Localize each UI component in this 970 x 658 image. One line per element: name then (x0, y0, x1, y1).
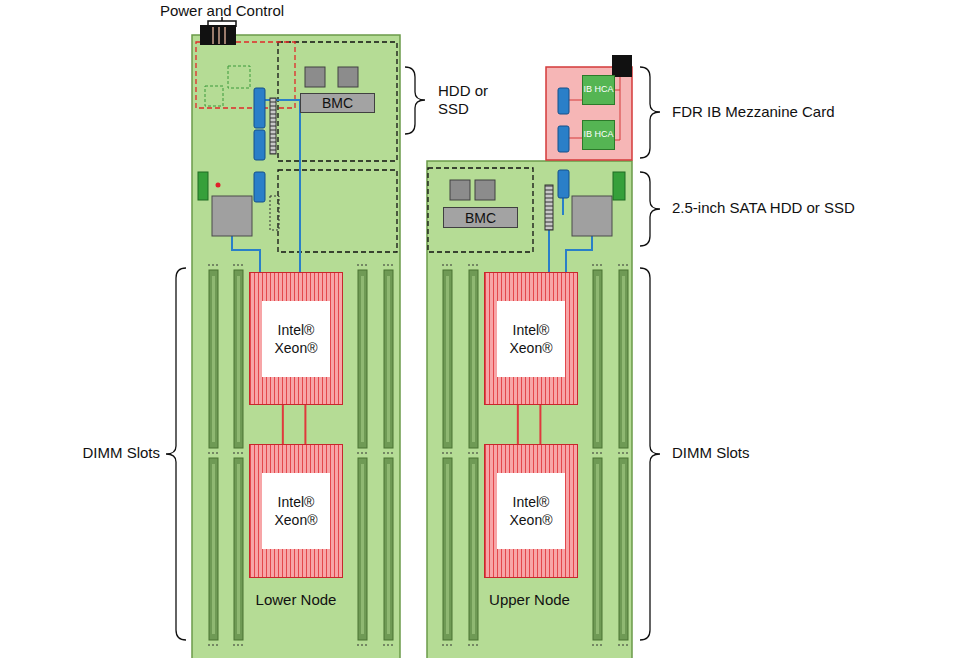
connector (254, 130, 265, 160)
upper-board (427, 161, 632, 658)
node-board: Intel® Xeon® Intel® Xeon® BMC Upper Node (427, 161, 632, 658)
curly-bracket (405, 67, 425, 134)
mezzanine-outline (196, 42, 295, 108)
component-outline (205, 86, 223, 106)
connector-label: Power and Control (137, 2, 307, 20)
drive-label: 2.5-inch SATA HDD or SSD (672, 199, 892, 217)
cpu-heatsink: Intel® Xeon® (484, 272, 578, 405)
cpu-label: Intel® Xeon® (497, 301, 565, 377)
drive-bay-outline (278, 42, 397, 161)
drive-bay-outline (278, 170, 397, 252)
qpi-link (282, 405, 284, 444)
bus-line (548, 230, 550, 272)
dimm-label: DIMM Slots (672, 444, 792, 462)
qpi-link (539, 405, 541, 444)
cpu-label: Intel® Xeon® (262, 473, 330, 549)
chip (338, 67, 358, 87)
dimm-column (233, 265, 244, 645)
led-header (198, 172, 208, 200)
chip (450, 180, 470, 200)
cpu-label: Intel® Xeon® (262, 301, 330, 377)
bmc-chip: BMC (300, 93, 375, 113)
chipset (572, 196, 612, 236)
bus-line (562, 198, 564, 215)
bmc-chip: BMC (443, 207, 518, 228)
lower-board (192, 35, 400, 658)
dimm-column (357, 265, 368, 645)
dimm-column (208, 265, 219, 645)
status-led (216, 183, 221, 188)
ib-hca-chip: IB HCA (582, 75, 615, 105)
drive-label: HDD or SSD (438, 82, 492, 118)
dimm-column (442, 265, 453, 645)
bus-line (232, 236, 260, 272)
node-title: Upper Node (427, 591, 632, 608)
connector-wires (213, 27, 225, 44)
node-board: Intel® Xeon® Intel® Xeon® BMC Lower Node (192, 35, 400, 658)
sata-connector (545, 185, 553, 230)
connector (254, 172, 265, 202)
cpu-heatsink: Intel® Xeon® (484, 444, 578, 578)
curly-bracket (640, 268, 660, 640)
connector (558, 126, 569, 152)
qpi-link (517, 405, 519, 444)
chip (475, 180, 495, 200)
ib-hca-chip: IB HCA (582, 120, 615, 150)
chipset (212, 196, 252, 236)
connector (254, 88, 265, 128)
cpu-heatsink: Intel® Xeon® (249, 444, 343, 578)
curly-bracket (640, 172, 660, 246)
dimm-column (383, 265, 394, 645)
cpu-heatsink: Intel® Xeon® (249, 272, 343, 405)
chip-label: IB HCA (583, 130, 613, 140)
qpi-link (304, 405, 306, 444)
power-connector (200, 25, 236, 45)
chip-label: BMC (465, 210, 496, 226)
ib-port (612, 55, 632, 77)
dimm-label: DIMM Slots (56, 444, 160, 462)
mezzanine-card (546, 67, 632, 160)
dimm-column (618, 265, 629, 645)
chip-label: IB HCA (583, 85, 613, 95)
card-label: FDR IB Mezzanine Card (672, 103, 872, 121)
node-title: Lower Node (192, 591, 400, 608)
bus-line (566, 236, 592, 272)
component-outline (228, 66, 250, 88)
dimm-column (468, 265, 479, 645)
drive-bay-outline (428, 168, 533, 252)
sata-connector (270, 98, 276, 154)
curly-bracket (166, 268, 186, 640)
chip (305, 67, 325, 87)
curly-bracket (640, 67, 660, 158)
chip-label: BMC (322, 95, 353, 111)
sata-connector (270, 196, 279, 230)
connector (558, 88, 569, 114)
led-header (613, 172, 625, 200)
cpu-label: Intel® Xeon® (497, 473, 565, 549)
connector (558, 170, 569, 198)
dimm-column (592, 265, 603, 645)
